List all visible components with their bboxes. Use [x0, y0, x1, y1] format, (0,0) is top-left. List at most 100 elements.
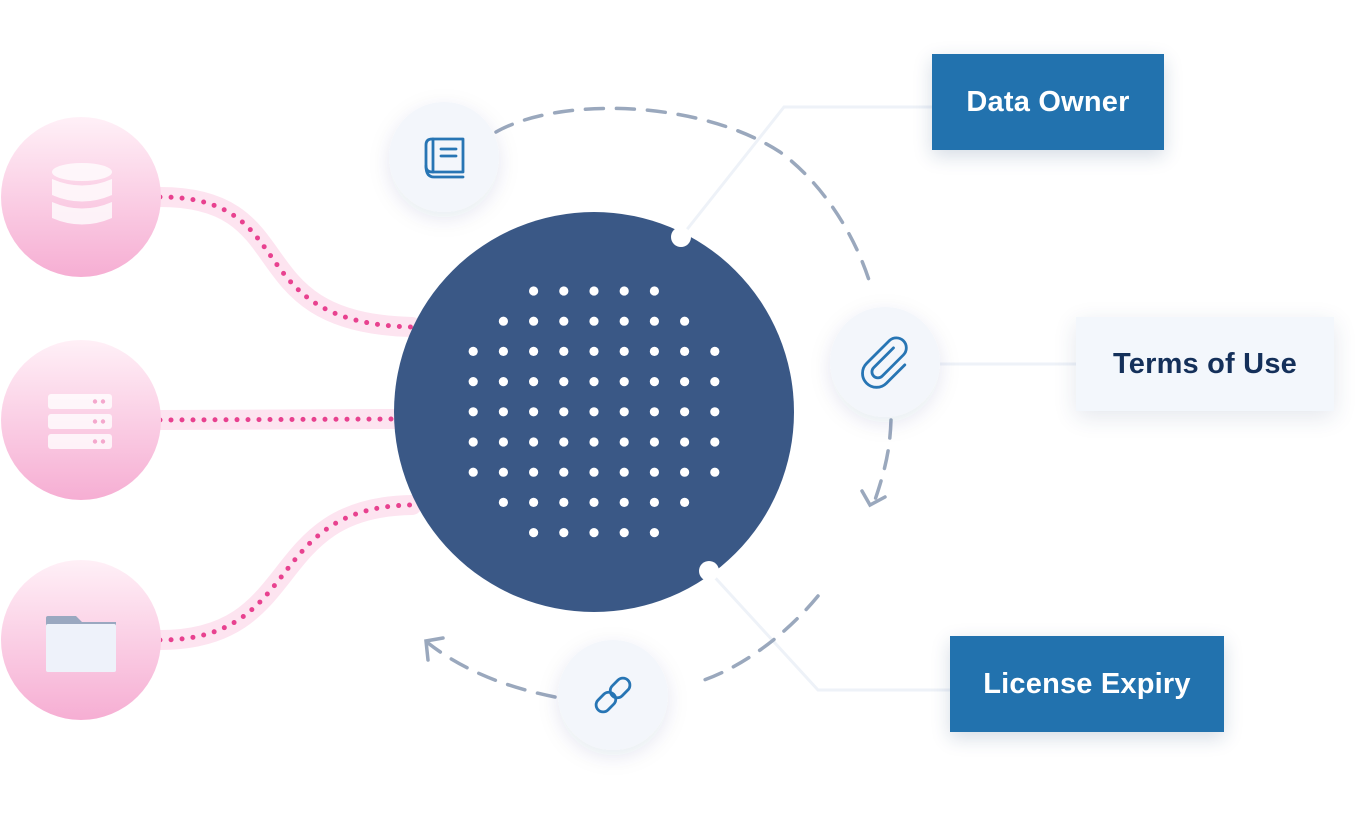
hub-dot: [559, 377, 569, 387]
hub-dot: [649, 316, 660, 326]
hub-dot: [559, 528, 569, 538]
source-server: [1, 340, 161, 500]
paperclip-node[interactable]: [830, 307, 940, 417]
hub-dot: [559, 407, 569, 417]
data-owner-text: Data Owner: [966, 85, 1130, 118]
hub-dot: [710, 407, 720, 417]
hub-dot: [468, 437, 478, 447]
hub-dot: [589, 467, 599, 477]
hub-node-bottom: [699, 561, 719, 581]
hub-dot: [589, 286, 599, 296]
hub-dot: [680, 467, 690, 477]
hub-dot: [710, 346, 720, 356]
hub-dot: [649, 467, 660, 477]
hub-dot: [468, 467, 478, 477]
data-owner-label[interactable]: Data Owner: [932, 54, 1164, 150]
hub-dot: [649, 377, 660, 387]
hub-dot: [680, 346, 690, 356]
terms-of-use-text: Terms of Use: [1113, 347, 1297, 380]
hub-dot: [680, 497, 690, 507]
hub-dot-grid: [468, 286, 720, 538]
hub-dot: [649, 407, 660, 417]
hub-dot: [559, 286, 569, 296]
hub-dot: [589, 497, 599, 507]
hub-dot: [498, 497, 508, 507]
license-expiry-label[interactable]: License Expiry: [950, 636, 1224, 732]
hub-dot: [680, 377, 690, 387]
connector-server: [150, 409, 405, 430]
hub-dot: [498, 346, 508, 356]
hub-dot: [710, 377, 720, 387]
hub-dot: [468, 407, 478, 417]
hub-dot: [468, 377, 478, 387]
hub-dot: [589, 377, 599, 387]
paperclip-icon: [861, 336, 908, 389]
hub-dot: [559, 467, 569, 477]
hub-dot: [680, 437, 690, 447]
hub-dot: [498, 407, 508, 417]
hub-dot: [498, 316, 508, 326]
hub-dot: [468, 346, 478, 356]
hub-dot: [498, 377, 508, 387]
terms-of-use-label[interactable]: Terms of Use: [1076, 317, 1334, 411]
link-icon: [594, 676, 632, 714]
hub-dot: [680, 407, 690, 417]
hub-dot: [529, 407, 539, 417]
hub-dot: [619, 528, 629, 538]
hub-dot: [649, 497, 660, 507]
folder-icon: [46, 616, 116, 672]
hub-dot: [649, 437, 660, 447]
hub-dot: [529, 316, 539, 326]
hub-dot: [649, 528, 660, 538]
source-database: [1, 117, 161, 277]
hub-dot: [619, 286, 629, 296]
hub-dot: [529, 346, 539, 356]
central-hub: [394, 212, 794, 612]
hub-dot: [559, 316, 569, 326]
hub-dot: [619, 437, 629, 447]
hub-dot: [619, 407, 629, 417]
hub-dot: [710, 467, 720, 477]
leader-lines: [679, 105, 1078, 692]
hub-dot: [619, 346, 629, 356]
hub-dot: [589, 346, 599, 356]
hub-dot: [710, 437, 720, 447]
hub-dot: [589, 437, 599, 447]
dashed-cycle: [424, 106, 893, 699]
hub-dot: [529, 377, 539, 387]
hub-dot: [529, 467, 539, 477]
hub-dot: [529, 286, 539, 296]
hub-node-top: [671, 227, 691, 247]
hub-dot: [619, 377, 629, 387]
hub-dot: [589, 316, 599, 326]
link-node[interactable]: [558, 640, 668, 750]
hub-dot: [589, 528, 599, 538]
hub-dot: [529, 497, 539, 507]
hub-dot: [559, 497, 569, 507]
hub-dot: [498, 467, 508, 477]
hub-dot: [619, 497, 629, 507]
database-icon: [52, 163, 112, 225]
hub-dot: [619, 467, 629, 477]
hub-dot: [589, 407, 599, 417]
license-expiry-text: License Expiry: [983, 667, 1191, 700]
source-folder: [1, 560, 161, 720]
hub-dot: [649, 346, 660, 356]
arrowhead-right: [860, 489, 887, 508]
connector-database: [150, 187, 422, 337]
connector-folder: [150, 495, 422, 650]
source-connectors: [150, 187, 422, 650]
hub-dot: [529, 437, 539, 447]
hub-dot: [529, 528, 539, 538]
hub-dot: [559, 346, 569, 356]
hub-dot: [498, 437, 508, 447]
book-node[interactable]: [389, 102, 499, 212]
hub-dot: [619, 316, 629, 326]
leader-line-license-expiry: [707, 569, 952, 692]
server-icon: [48, 394, 112, 449]
hub-dot: [680, 316, 690, 326]
hub-dot: [559, 437, 569, 447]
hub-dot: [649, 286, 660, 296]
book-icon: [424, 137, 465, 179]
